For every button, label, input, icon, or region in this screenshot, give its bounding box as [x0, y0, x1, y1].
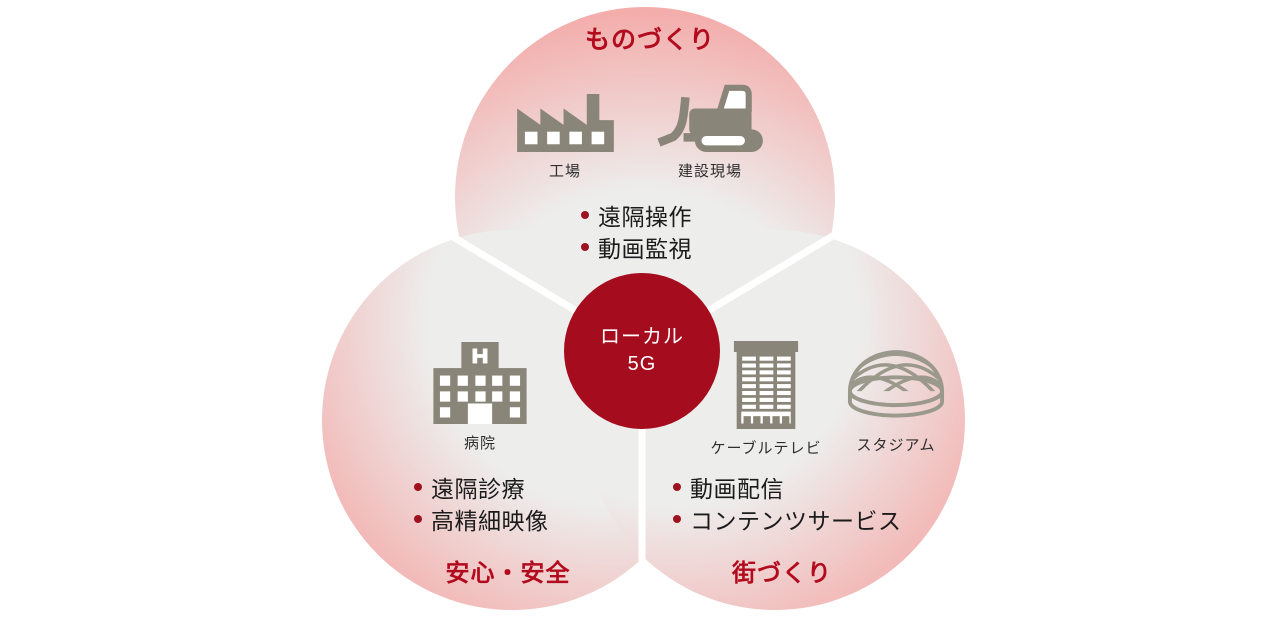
cable-tv-building-icon-block: ケーブルテレビ	[710, 341, 822, 458]
stadium-icon	[847, 350, 945, 418]
bullet-item: 高精細映像	[414, 503, 549, 535]
center-label-line2: 5G	[627, 353, 657, 375]
bullet-dot	[673, 515, 681, 523]
bullet-item: 遠隔操作	[581, 199, 692, 231]
city-bullets: 動画配信 コンテンツサービス	[673, 471, 902, 535]
bullet-text: 遠隔診療	[431, 476, 525, 502]
section-title-safety: 安心・安全	[445, 560, 571, 587]
bullet-text: コンテンツサービス	[690, 508, 902, 534]
factory-icon-label: 工場	[548, 163, 581, 180]
cable-tv-building-icon	[733, 341, 799, 429]
bullet-dot	[581, 243, 589, 251]
bulldozer-icon-label: 建設現場	[677, 163, 742, 180]
bullet-text: 動画監視	[598, 236, 692, 262]
bullet-text: 動画配信	[690, 476, 784, 502]
hospital-icon-block: 病院	[420, 342, 540, 453]
bulldozer-icon	[657, 84, 763, 152]
safety-bullets: 遠隔診療 高精細映像	[414, 471, 549, 535]
bullet-text: 高精細映像	[431, 508, 549, 534]
manufacturing-bullets: 遠隔操作 動画監視	[581, 199, 692, 263]
bullet-dot	[581, 211, 589, 219]
hospital-icon-label: 病院	[463, 435, 496, 452]
bullet-dot	[673, 483, 681, 491]
hospital-icon	[433, 342, 527, 424]
bulldozer-icon-block: 建設現場	[645, 84, 775, 181]
section-title-manufacturing: ものづくり	[584, 26, 715, 54]
center-label-line1: ローカル	[600, 326, 684, 348]
factory-icon	[516, 94, 614, 152]
local-5g-center-badge: ローカル 5G	[564, 273, 720, 429]
bullet-text: 遠隔操作	[598, 204, 692, 230]
bullet-dot	[414, 483, 422, 491]
section-title-city: 街づくり	[732, 560, 832, 587]
factory-icon-block: 工場	[505, 94, 625, 181]
stadium-icon-block: スタジアム	[836, 346, 956, 455]
bullet-item: 動画監視	[581, 231, 692, 263]
bullet-dot	[414, 515, 422, 523]
bullet-item: 動画配信	[673, 471, 902, 503]
bullet-item: コンテンツサービス	[673, 503, 902, 535]
stadium-icon-label: スタジアム	[856, 437, 936, 454]
bullet-item: 遠隔診療	[414, 471, 549, 503]
cable-tv-building-icon-label: ケーブルテレビ	[710, 440, 822, 457]
